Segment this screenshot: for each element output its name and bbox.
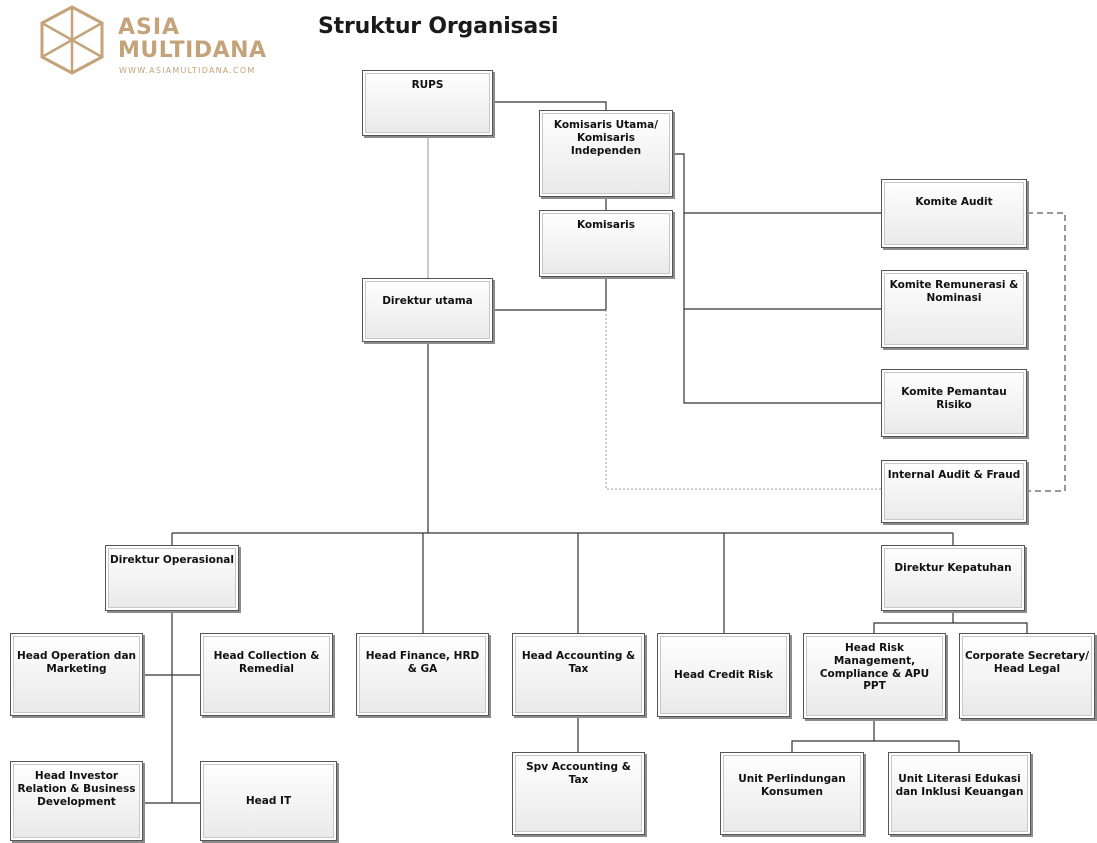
logo-text-asia: ASIA	[118, 15, 181, 40]
node-komisaris-label: Komisaris	[576, 219, 636, 231]
node-komite-audit[interactable]: Komite Audit	[881, 179, 1027, 248]
node-komisaris-utama[interactable]: Komisaris Utama/ Komisaris Independen	[539, 110, 673, 197]
node-komite-audit-label: Komite Audit	[915, 196, 993, 208]
logo-text-multidana: MULTIDANA	[118, 38, 267, 63]
connector-dotted-internal-audit	[605, 310, 881, 490]
logo-mark-icon	[40, 5, 104, 75]
node-unit-perlindungan[interactable]: Unit Perlindungan Konsumen	[720, 752, 864, 835]
node-head-accounting-label: Head Accounting & Tax	[521, 650, 636, 675]
node-head-finance-label: Head Finance, HRD & GA	[365, 650, 480, 675]
node-komisaris[interactable]: Komisaris	[539, 210, 673, 277]
page-title: Struktur Organisasi	[318, 14, 559, 39]
node-head-credit-label: Head Credit Risk	[674, 668, 773, 681]
node-head-investor[interactable]: Head Investor Relation & Business Develo…	[10, 761, 143, 841]
node-internal-audit-label: Internal Audit & Fraud	[887, 469, 1021, 481]
connector-risk-units	[791, 740, 960, 752]
node-komite-pemantau-label: Komite Pemantau Risiko	[901, 386, 1007, 411]
node-komite-remunerasi-label: Komite Remunerasi & Nominasi	[889, 279, 1019, 304]
node-rups[interactable]: RUPS	[362, 70, 493, 136]
node-direktur-utama[interactable]: Direktur utama	[362, 278, 493, 342]
node-head-risk[interactable]: Head Risk Management, Compliance & APU P…	[803, 633, 946, 719]
connector-dashed-audit-link	[1027, 212, 1066, 492]
node-head-finance[interactable]: Head Finance, HRD & GA	[356, 633, 489, 716]
node-komite-remunerasi[interactable]: Komite Remunerasi & Nominasi	[881, 270, 1027, 348]
node-spv-accounting-label: Spv Accounting & Tax	[526, 761, 631, 786]
node-head-it-label: Head IT	[245, 794, 292, 807]
node-head-collection[interactable]: Head Collection & Remedial	[200, 633, 333, 716]
node-corporate-secretary[interactable]: Corporate Secretary/ Head Legal	[959, 633, 1095, 719]
node-komisaris-utama-label: Komisaris Utama/ Komisaris Independen	[553, 119, 659, 157]
node-head-it[interactable]: Head IT	[200, 761, 337, 841]
node-komite-pemantau[interactable]: Komite Pemantau Risiko	[881, 369, 1027, 437]
node-head-collection-label: Head Collection & Remedial	[213, 650, 320, 675]
node-spv-accounting[interactable]: Spv Accounting & Tax	[512, 752, 645, 835]
node-head-operation-label: Head Operation dan Marketing	[16, 650, 137, 675]
node-head-credit[interactable]: Head Credit Risk	[657, 633, 790, 717]
node-unit-literasi[interactable]: Unit Literasi Edukasi dan Inklusi Keuang…	[888, 752, 1031, 835]
company-logo: ASIA MULTIDANA WWW.ASIAMULTIDANA.COM	[36, 4, 276, 76]
node-head-accounting[interactable]: Head Accounting & Tax	[512, 633, 645, 716]
connector-komisaris-direktur	[493, 277, 607, 311]
connector-kepatuhan-children	[873, 611, 954, 633]
node-unit-perlindungan-label: Unit Perlindungan Konsumen	[738, 773, 846, 798]
node-head-investor-label: Head Investor Relation & Business Develo…	[17, 770, 136, 808]
node-corporate-secretary-label: Corporate Secretary/ Head Legal	[964, 650, 1090, 675]
logo-url: WWW.ASIAMULTIDANA.COM	[119, 66, 256, 75]
connector-rups-komisaris-utama	[493, 101, 607, 110]
node-direktur-utama-label: Direktur utama	[382, 295, 473, 307]
node-direktur-kepatuhan[interactable]: Direktur Kepatuhan	[881, 545, 1025, 611]
node-rups-label: RUPS	[411, 79, 444, 91]
node-direktur-operasional[interactable]: Direktur Operasional	[105, 545, 239, 611]
node-head-operation[interactable]: Head Operation dan Marketing	[10, 633, 143, 716]
node-direktur-operasional-label: Direktur Operasional	[110, 554, 234, 566]
node-direktur-kepatuhan-label: Direktur Kepatuhan	[894, 562, 1012, 574]
connector-kepatuhan-corsec	[953, 622, 1028, 633]
node-internal-audit[interactable]: Internal Audit & Fraud	[881, 460, 1027, 523]
node-unit-literasi-label: Unit Literasi Edukasi dan Inklusi Keuang…	[895, 773, 1024, 798]
connector-komisaris-committees	[673, 153, 881, 404]
node-head-risk-label: Head Risk Management, Compliance & APU P…	[819, 642, 930, 693]
